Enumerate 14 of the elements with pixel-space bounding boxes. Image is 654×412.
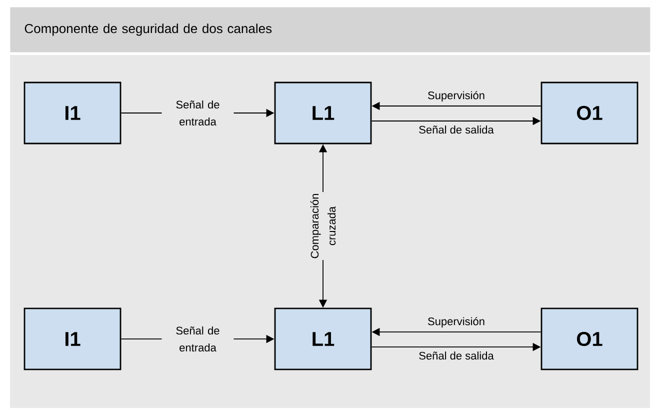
- edge-label: Señal de entrada: [162, 325, 234, 353]
- process-box: L1: [274, 308, 372, 370]
- process-box: L1: [274, 82, 372, 144]
- edge-label: Señal de entrada: [162, 99, 234, 127]
- edge-label: Señal de salida: [419, 126, 494, 134]
- title-band: Componente de seguridad de dos canales: [10, 7, 650, 52]
- edge-label: Supervisión: [428, 91, 484, 102]
- process-box: I1: [24, 82, 122, 144]
- process-box: I1: [24, 308, 122, 370]
- edge-label: Supervisión: [428, 317, 484, 328]
- process-box: O1: [540, 308, 638, 370]
- edge-label: Señal de salida: [419, 352, 494, 360]
- edge-label: Comparación cruzada: [309, 192, 337, 260]
- process-box: O1: [540, 82, 638, 144]
